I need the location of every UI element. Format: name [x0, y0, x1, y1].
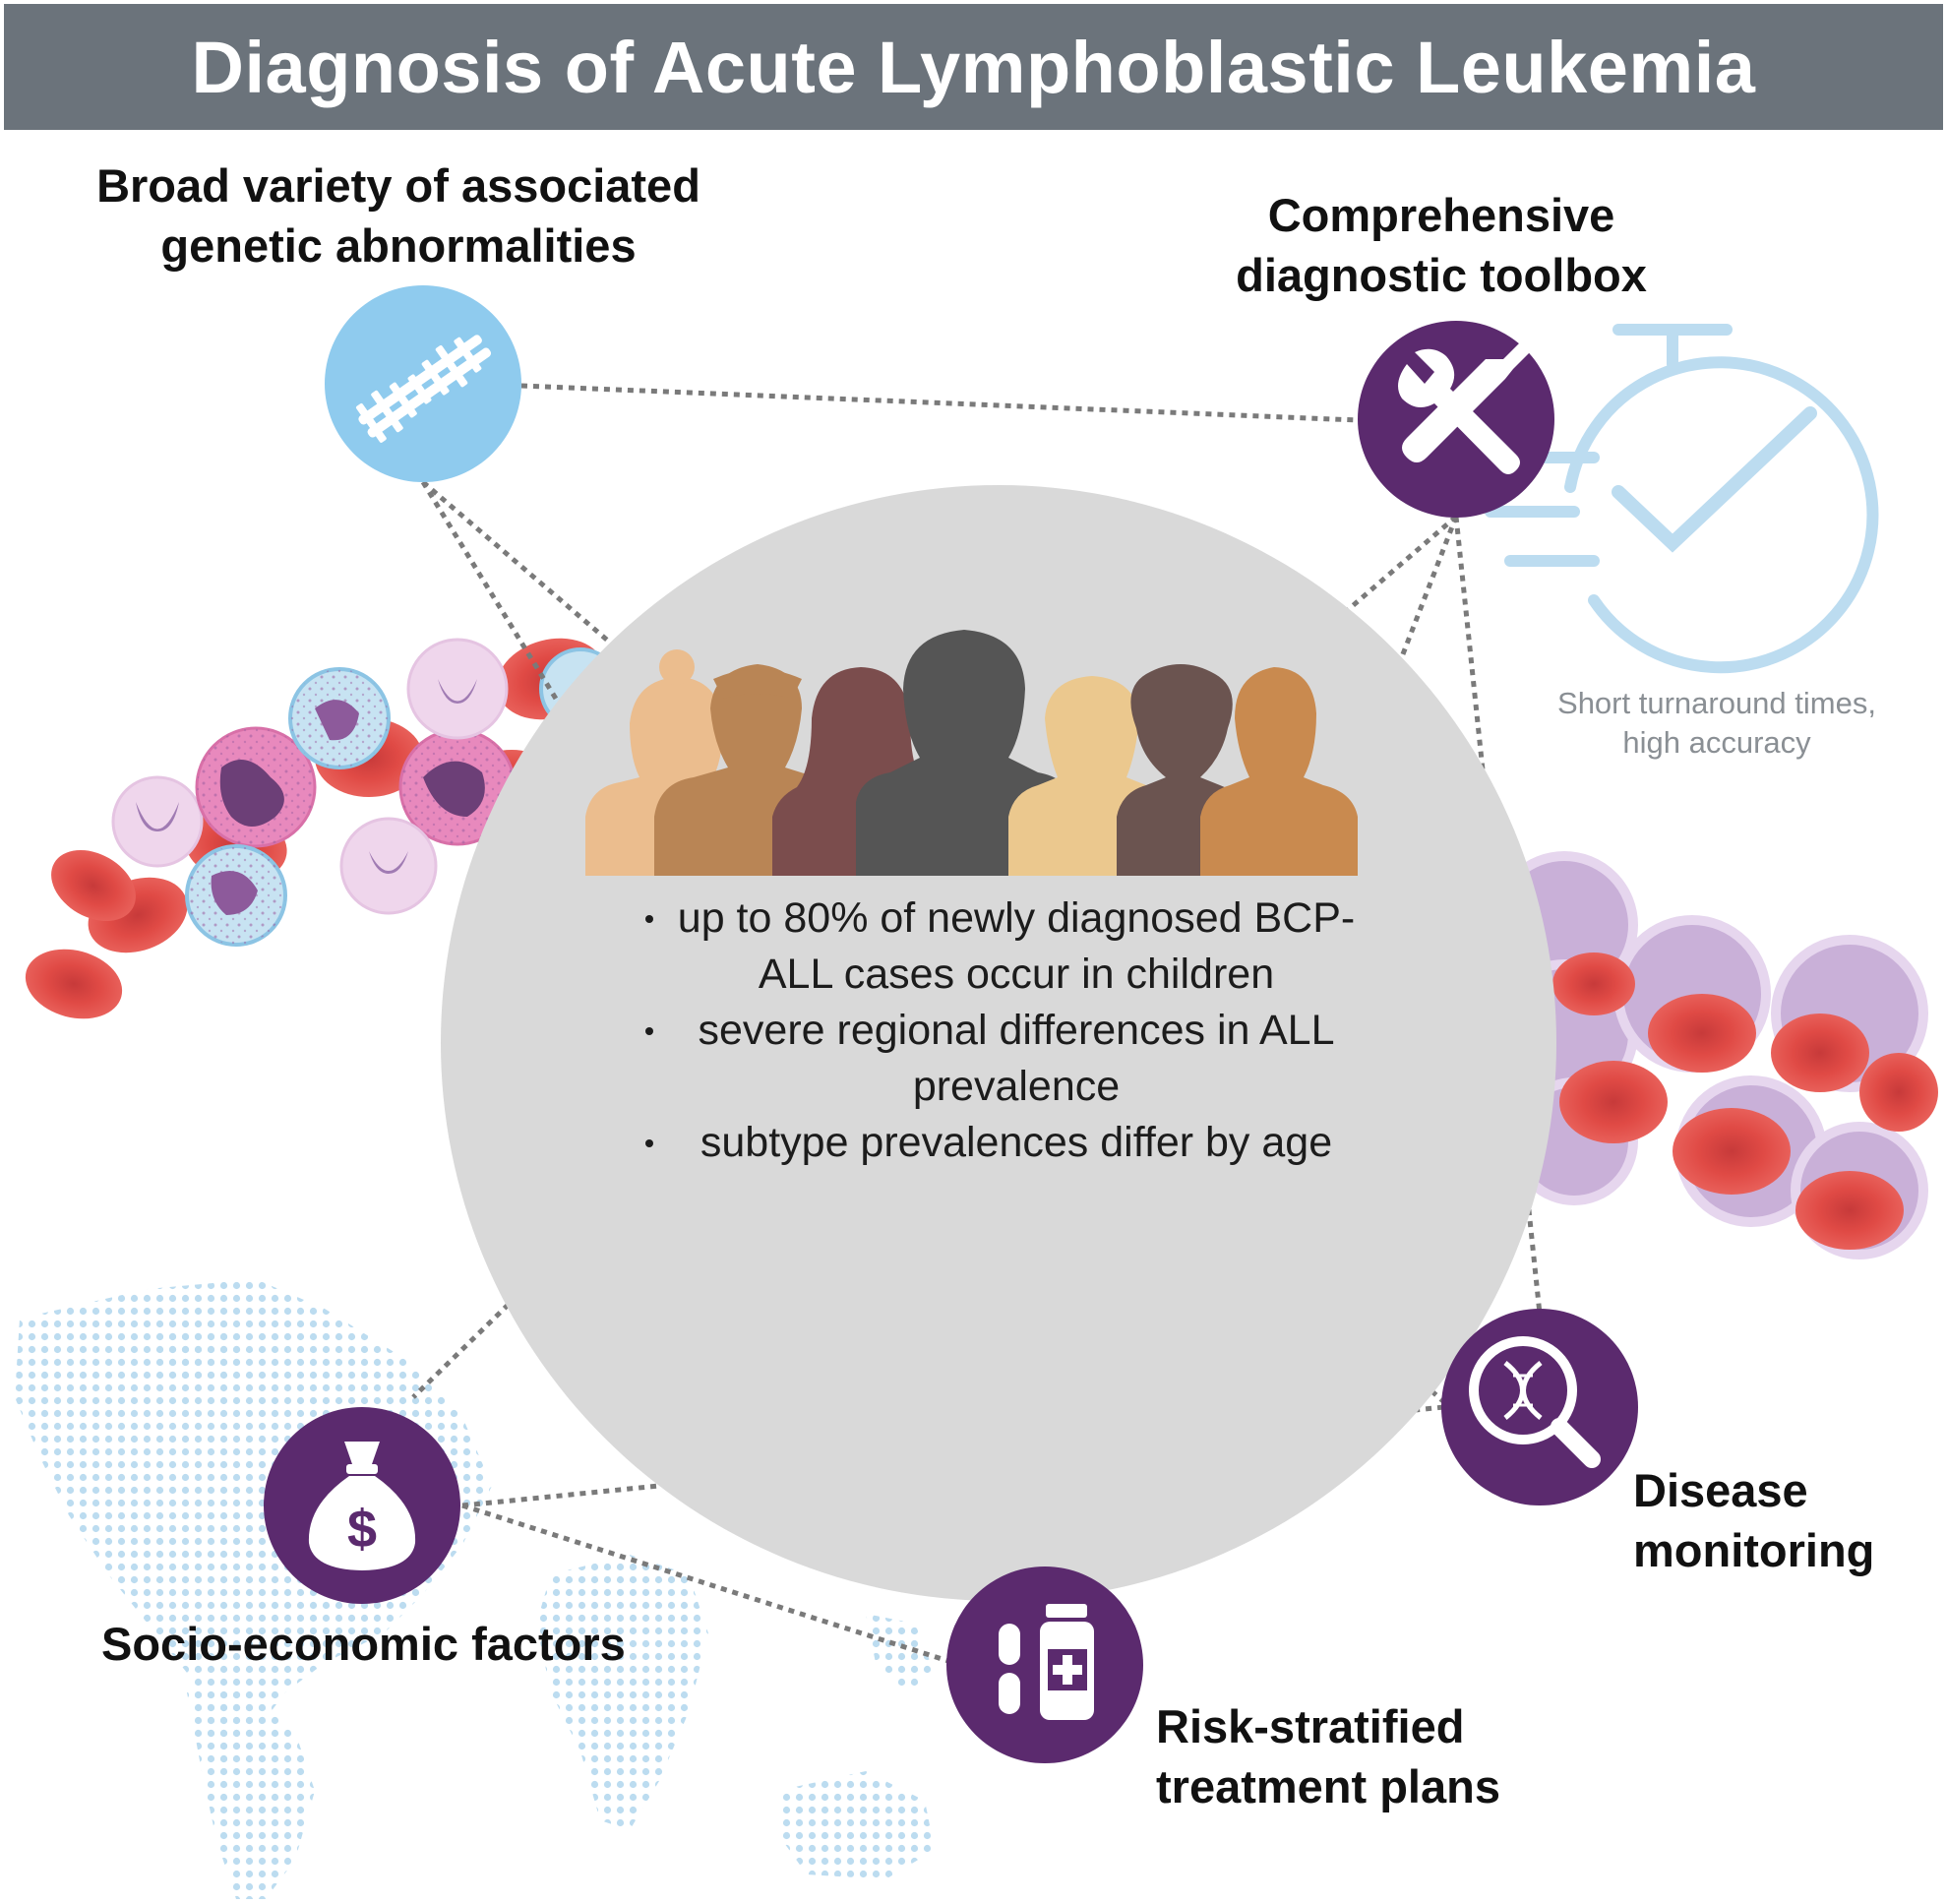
treatment-label-line1: Risk-stratified: [1156, 1700, 1465, 1752]
turnaround-note-line2: high accuracy: [1622, 725, 1811, 760]
title-banner: Diagnosis of Acute Lymphoblastic Leukemi…: [4, 4, 1943, 130]
treatment-label: Risk-stratified treatment plans: [1156, 1696, 1569, 1816]
page-title: Diagnosis of Acute Lymphoblastic Leukemi…: [191, 26, 1756, 108]
dna-node: [325, 285, 521, 482]
monitoring-label-line2: monitoring: [1633, 1524, 1875, 1576]
stopwatch-check-icon: [1485, 324, 1879, 674]
toolbox-label-line2: diagnostic toolbox: [1236, 249, 1647, 301]
toolbox-label: Comprehensive diagnostic toolbox: [1166, 185, 1717, 305]
monitoring-label: Disease monitoring: [1633, 1460, 1928, 1580]
socio-node: $: [264, 1407, 460, 1604]
socio-label: Socio-economic factors: [101, 1614, 711, 1674]
turnaround-note: Short turnaround times, high accuracy: [1495, 684, 1938, 763]
socio-label-line1: Socio-economic factors: [101, 1618, 626, 1670]
people-silhouettes-icon: [585, 630, 1358, 876]
dna-icon: [355, 335, 492, 443]
left-blood-cell-cluster: [25, 638, 622, 1019]
medicine-bottle-pills-icon: [999, 1604, 1094, 1720]
genetic-label-line2: genetic abnormalities: [160, 219, 637, 272]
magnifier-dna-icon: [1469, 1336, 1601, 1468]
genetic-label: Broad variety of associated genetic abno…: [49, 155, 748, 276]
genetic-label-line1: Broad variety of associated: [96, 159, 700, 212]
toolbox-label-line1: Comprehensive: [1267, 189, 1615, 241]
turnaround-note-line1: Short turnaround times,: [1557, 686, 1876, 720]
center-bullet-list: up to 80% of newly diagnosed BCP-ALL cas…: [630, 891, 1358, 1171]
treatment-label-line2: treatment plans: [1156, 1760, 1500, 1812]
monitoring-node: [1441, 1309, 1638, 1505]
money-bag-icon: $: [308, 1442, 416, 1570]
monitoring-label-line1: Disease: [1633, 1464, 1808, 1516]
treatment-node: [946, 1566, 1143, 1763]
toolbox-node: [1358, 321, 1554, 518]
svg-text:$: $: [347, 1500, 377, 1559]
bullet-item: subtype prevalences differ by age: [630, 1115, 1358, 1171]
bullet-item: up to 80% of newly diagnosed BCP-ALL cas…: [630, 891, 1358, 1003]
bullet-item: severe regional differences in ALL preva…: [630, 1003, 1358, 1115]
wrench-screwdriver-icon: [1398, 342, 1530, 474]
